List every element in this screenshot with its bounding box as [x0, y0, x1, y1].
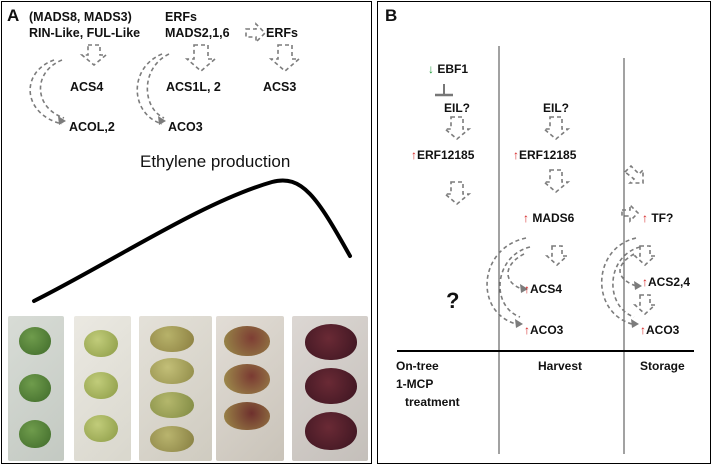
column-treatment: treatment — [405, 395, 460, 409]
panel-b-diagram — [397, 46, 694, 454]
curved-arrow-icon — [600, 237, 637, 325]
hollow-right-arrow-icon — [621, 203, 640, 223]
up-arrow-icon: ↑ — [524, 323, 530, 337]
acs3-label: ACS3 — [263, 80, 297, 94]
panel-b: B — [377, 1, 711, 464]
fig-fruit — [84, 415, 118, 442]
fig-fruit — [150, 358, 194, 384]
hollow-down-arrow-icon — [442, 181, 472, 206]
up-arrow-icon: ↑ — [513, 148, 519, 162]
fig-fruit — [305, 324, 357, 360]
up-arrow-icon: ↑ — [640, 323, 646, 337]
hollow-down-arrow-icon — [79, 44, 109, 67]
arrowhead-icon — [58, 116, 66, 125]
acs1l-label: ACS1L, 2 — [166, 80, 221, 94]
column-harvest: Harvest — [538, 359, 583, 373]
aco3-mid-node: ↑ACO3 — [524, 323, 564, 337]
hollow-down-arrow-icon — [541, 116, 571, 141]
eil-mid-node: EIL? — [543, 101, 569, 115]
hollow-down-arrow-icon — [184, 44, 218, 73]
up-arrow-icon: ↑ — [524, 282, 530, 296]
column-1mcp: 1-MCP — [396, 377, 434, 391]
hollow-down-arrow-icon — [541, 169, 571, 194]
acs4-label: ACS4 — [70, 80, 104, 94]
panel-a-arrows — [29, 22, 352, 303]
up-arrow-icon: ↑ — [642, 275, 648, 289]
hollow-down-arrow-icon — [632, 245, 658, 267]
ebf1-node: ↓ EBF1 — [428, 62, 469, 76]
fig-fruit — [224, 402, 270, 430]
erf-mid-node: ↑ERF12185 — [513, 148, 577, 162]
fig-fruit — [150, 392, 194, 418]
hollow-diagonal-arrow-icon — [623, 164, 644, 184]
curved-arrow-icon — [486, 237, 527, 325]
curved-arrow-icon — [29, 59, 63, 125]
fig-fruit — [19, 374, 51, 402]
fig-fruit — [224, 364, 270, 394]
hollow-down-arrow-icon — [442, 116, 472, 141]
curved-arrow-icon — [39, 59, 65, 119]
mads216-label: MADS2,1,6 — [165, 26, 230, 40]
aco3-label: ACO3 — [168, 120, 203, 134]
panel-b-label: B — [385, 6, 398, 25]
fig-fruit — [84, 372, 118, 399]
erfs-top-label: ERFs — [165, 10, 197, 24]
madsrin-group-line1: (MADS8, MADS3) — [29, 10, 132, 24]
tf-node: ↑ TF? — [642, 211, 674, 225]
curved-arrow-icon — [146, 53, 170, 119]
eil-left-node: EIL? — [444, 101, 470, 115]
fig-fruit — [84, 330, 118, 357]
panel-a-label: A — [7, 6, 20, 25]
hollow-down-arrow-icon — [544, 245, 570, 267]
ethylene-production-label: Ethylene production — [140, 152, 291, 171]
mads6-node: ↑ MADS6 — [523, 211, 575, 225]
fig-fruit — [19, 327, 51, 355]
aco3-right-node: ↑ACO3 — [640, 323, 680, 337]
down-arrow-icon: ↓ — [428, 62, 434, 76]
fig-fruit — [305, 412, 357, 450]
fig-fruit — [19, 420, 51, 448]
acs24-node: ↑ACS2,4 — [642, 275, 691, 289]
arrowhead-icon — [158, 116, 166, 125]
hollow-down-arrow-icon — [268, 44, 302, 73]
fig-fruit — [224, 326, 270, 356]
fig-fruit — [150, 426, 194, 452]
fig-fruit — [305, 368, 357, 404]
curved-arrow-icon — [619, 253, 637, 287]
panel-a: A (MADS8, MADS3) RIN-Like, FUL-Like ERFs… — [1, 1, 372, 464]
erfs-right-label: ERFs — [266, 26, 298, 40]
up-arrow-icon: ↑ — [523, 211, 529, 225]
hollow-down-arrow-icon — [632, 294, 658, 316]
hollow-right-arrow-icon — [245, 22, 267, 44]
curved-arrow-icon — [612, 246, 641, 318]
curved-arrow-icon — [507, 253, 525, 290]
madsrin-group-line2: RIN-Like, FUL-Like — [29, 26, 141, 40]
acol-label: ACOL,2 — [69, 120, 115, 134]
erf-left-node: ↑ERF12185 — [411, 148, 475, 162]
ethylene-curve — [32, 178, 352, 303]
column-storage: Storage — [640, 359, 685, 373]
curved-arrow-icon — [136, 53, 163, 125]
column-ontree: On-tree — [396, 359, 439, 373]
unknown-mechanism: ? — [446, 288, 460, 313]
fig-fruit — [150, 326, 194, 352]
acs4-node: ↑ACS4 — [524, 282, 563, 296]
up-arrow-icon: ↑ — [642, 211, 648, 225]
up-arrow-icon: ↑ — [411, 148, 417, 162]
